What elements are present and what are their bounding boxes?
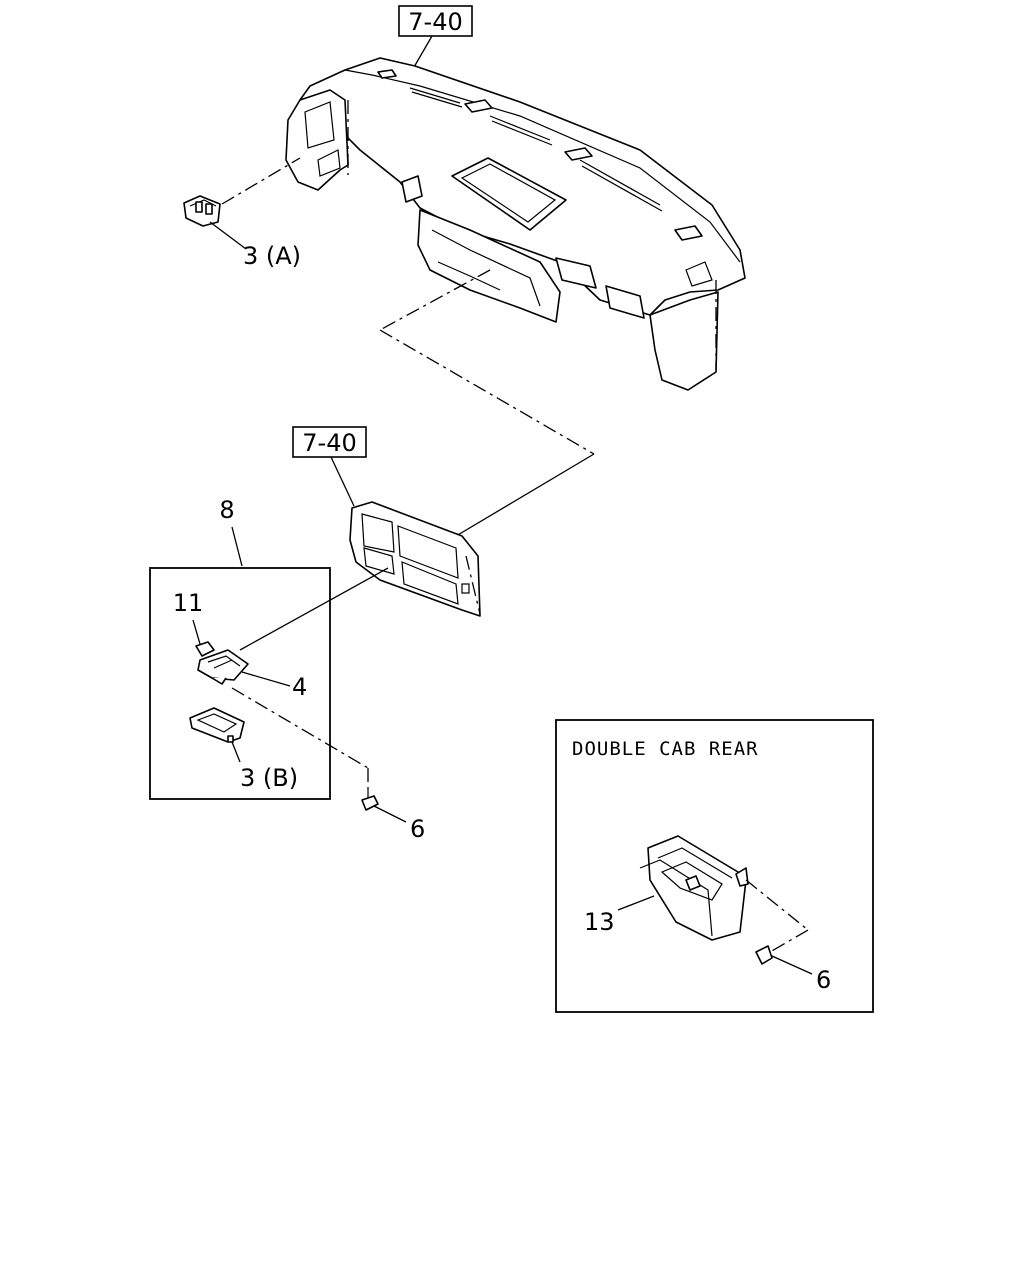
callout-3a: 3 (A) [243,242,301,270]
assembly-box-8 [149,567,331,800]
ref-label-top: 7-40 [408,8,462,36]
instrument-panel [285,57,746,391]
ref-box-middle[interactable]: 7-40 [292,426,367,458]
part-3b-ashtray[interactable] [189,707,245,743]
part-11-clip[interactable] [195,641,215,657]
callout-11: 11 [173,589,204,617]
part-13-rear-ashtray[interactable] [639,835,749,941]
ref-box-top[interactable]: 7-40 [398,5,473,37]
callout-4: 4 [292,673,307,701]
part-6-screw-left[interactable] [361,790,379,811]
inset-box [555,719,874,1013]
center-bezel [349,501,481,617]
callout-3b: 3 (B) [240,764,298,792]
inset-title: DOUBLE CAB REAR [572,738,759,760]
callout-8: 8 [219,496,234,524]
part-3a-end-cap[interactable] [183,195,221,227]
callout-6-right: 6 [816,966,831,994]
part-6-screw-right[interactable] [755,945,773,965]
callout-13: 13 [584,908,615,936]
part-4-ashtray-frame[interactable] [197,649,249,685]
callout-6-left: 6 [410,815,425,843]
ref-label-middle: 7-40 [302,429,356,457]
